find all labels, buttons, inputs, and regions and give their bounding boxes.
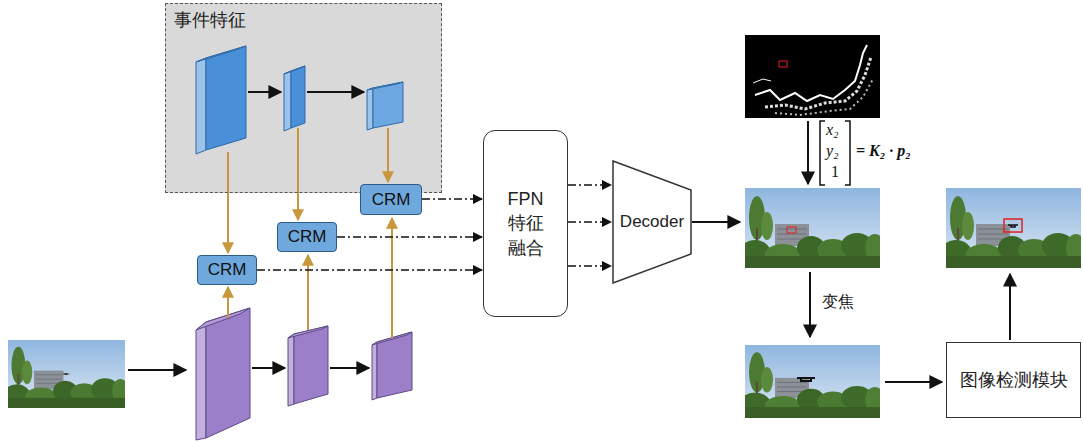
dashdot-arrow xyxy=(337,236,482,238)
feature-region: 事件特征 xyxy=(165,3,442,193)
node-text: CRM xyxy=(208,260,247,280)
node-text: CRM xyxy=(288,227,327,247)
trapezoid-shape xyxy=(613,161,691,283)
detection-box: 图像检测模块 xyxy=(946,342,1081,418)
dashdot-arrow xyxy=(568,265,611,267)
dashdot-arrow xyxy=(568,184,611,186)
matrix-entry: 1 xyxy=(831,163,839,181)
equation-text: = K₂ · p₂ xyxy=(856,142,911,160)
crm-box: CRM xyxy=(197,255,257,285)
node-text: FPN 特征 融合 xyxy=(502,187,550,260)
crm-box: CRM xyxy=(277,222,337,252)
node-text: 事件特征 xyxy=(174,8,246,32)
node-text: 图像检测模块 xyxy=(960,368,1068,392)
node-text: Decoder xyxy=(620,212,684,232)
dashdot-arrow xyxy=(422,198,482,200)
node-text: CRM xyxy=(372,190,411,210)
matrix-entry: x₂ xyxy=(826,121,839,139)
dashdot-arrow xyxy=(257,269,482,271)
matrix-entry: y₂ xyxy=(826,142,839,160)
fusion-box: FPN 特征 融合 xyxy=(483,130,568,317)
decoder-trapezoid: Decoder xyxy=(612,160,692,284)
step-label: 变焦 xyxy=(822,292,854,313)
dashdot-arrow xyxy=(568,221,611,223)
crm-box: CRM xyxy=(360,184,422,215)
